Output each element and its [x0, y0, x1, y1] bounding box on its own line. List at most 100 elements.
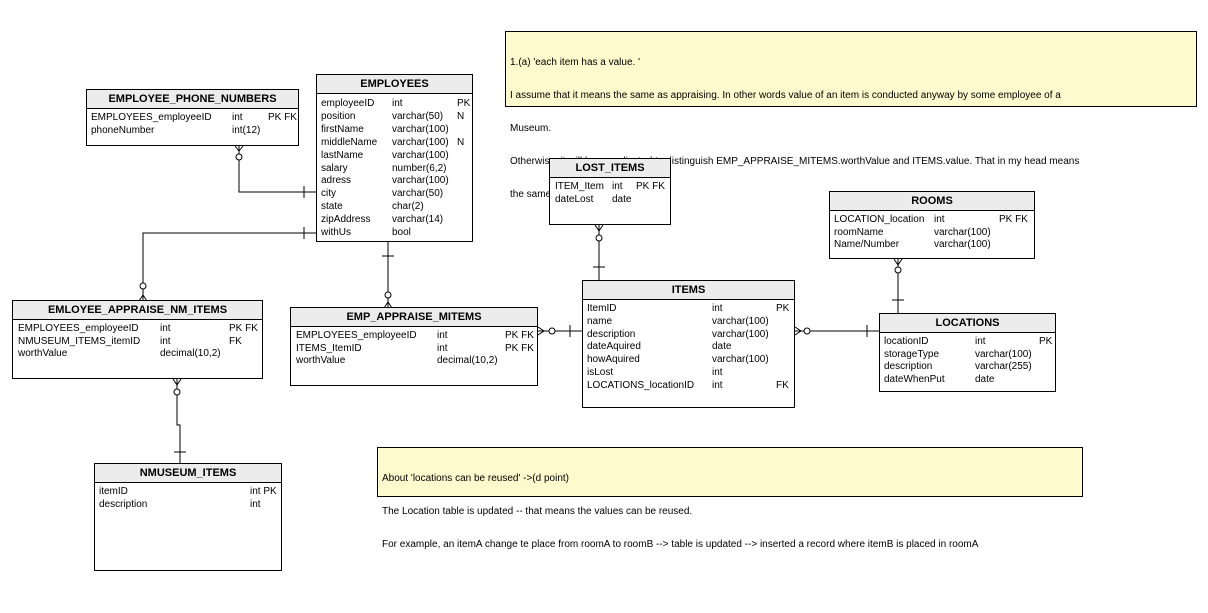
attribute-type: int: [392, 98, 403, 109]
attribute-type: bool: [392, 227, 411, 238]
attribute-key: PK FK: [999, 214, 1028, 225]
entity-employee-phone-numbers[interactable]: EMPLOYEE_PHONE_NUMBERS EMPLOYEES_employe…: [86, 89, 299, 146]
attribute-name: lastName: [321, 149, 364, 161]
entity-emp-appraise-mitems[interactable]: EMP_APPRAISE_MITEMS EMPLOYEES_employeeID…: [290, 307, 538, 386]
attribute-key: FK: [776, 379, 789, 391]
rel-items-lost-items: [593, 224, 605, 281]
attribute-row: zipAddress varchar(14): [317, 214, 472, 226]
rel-employees-phone-numbers: [234, 145, 316, 198]
attribute-row: worthValue decimal(10,2): [13, 348, 262, 360]
entity-title: LOST_ITEMS: [550, 159, 670, 178]
note-line: For example, an itemA change te place fr…: [382, 539, 979, 550]
attribute-name: adress: [321, 175, 352, 187]
attribute-type: varchar(100): [934, 239, 991, 250]
attribute-name: Name/Number: [834, 239, 900, 250]
rel-locations-rooms: [892, 258, 904, 314]
attribute-row: Name/Number varchar(100): [830, 239, 1034, 251]
attribute-name: name: [587, 315, 613, 327]
entity-title: ITEMS: [583, 281, 794, 300]
attribute-name: itemID: [99, 486, 128, 497]
attribute-type: varchar(14): [392, 214, 444, 226]
attribute-name: middleName: [321, 136, 378, 148]
attribute-type: int: [437, 342, 448, 354]
attribute-type: int: [612, 181, 623, 192]
attribute-name: isLost: [587, 367, 614, 378]
attribute-type: int: [712, 303, 723, 314]
rel-employees-emp-appraise: [382, 242, 394, 309]
attribute-name: worthValue: [18, 348, 68, 359]
attribute-name: howAquired: [587, 354, 640, 366]
attribute-key: N: [457, 110, 465, 122]
attribute-type: varchar(100): [392, 175, 449, 187]
note-line: About 'locations can be reused' ->(d poi…: [382, 473, 569, 484]
attribute-type: decimal(10,2): [160, 348, 221, 359]
attribute-type: char(2): [392, 201, 424, 213]
attribute-name: description: [587, 328, 636, 340]
attribute-type: varchar(100): [934, 226, 991, 238]
attribute-type: int: [975, 336, 986, 347]
attribute-type: int: [934, 214, 945, 225]
note-line: the same.: [510, 189, 554, 200]
attribute-type: int: [712, 379, 723, 391]
rel-employees-nm-appraise: [138, 227, 316, 302]
attribute-row: adress varchar(100): [317, 175, 472, 187]
attribute-key: PK: [1039, 336, 1053, 347]
entity-title: ROOMS: [830, 192, 1034, 211]
attribute-type: varchar(100): [712, 354, 769, 366]
attribute-name: LOCATIONS_locationID: [587, 379, 695, 391]
attribute-name: ITEMS_ItemID: [296, 342, 362, 354]
attribute-name: city: [321, 188, 336, 200]
attribute-name: roomName: [834, 226, 884, 238]
attribute-name: EMPLOYEES_employeeID: [296, 330, 417, 341]
note-line: I assume that it means the same as appra…: [510, 90, 1061, 101]
attribute-name: storageType: [884, 348, 940, 360]
attribute-row: LOCATIONS_locationID int FK: [583, 380, 794, 392]
note-locations: About 'locations can be reused' ->(d poi…: [377, 447, 1083, 550]
attribute-name: zipAddress: [321, 214, 371, 226]
entity-rooms[interactable]: ROOMS LOCATION_location int PK FK roomName v…: [829, 191, 1035, 259]
attribute-name: employeeID: [321, 98, 375, 109]
attribute-type: varchar(100): [975, 348, 1032, 360]
rel-items-emp-appraise: [537, 325, 583, 337]
attribute-name: EMPLOYEES_employeeID: [91, 112, 212, 123]
attribute-type: varchar(100): [392, 136, 449, 148]
entity-title: EMPLOYEE_PHONE_NUMBERS: [87, 90, 298, 109]
attribute-name: description: [884, 361, 933, 372]
attribute-type: varchar(50): [392, 110, 444, 122]
attribute-name: LOCATION_location: [834, 214, 925, 225]
entity-title: EMP_APPRAISE_MITEMS: [291, 308, 537, 327]
attribute-type: int: [250, 498, 261, 510]
attribute-type: int: [160, 335, 171, 347]
rel-locations-items: [794, 325, 879, 337]
attribute-name: firstName: [321, 123, 364, 135]
attribute-type: date: [612, 193, 632, 205]
attribute-name: dateWhenPut: [884, 373, 945, 385]
entity-emloyee-appraise-nm-items[interactable]: EMLOYEE_APPRAISE_NM_ITEMS EMPLOYEES_empl…: [12, 300, 263, 379]
entity-title: LOCATIONS: [880, 314, 1055, 333]
